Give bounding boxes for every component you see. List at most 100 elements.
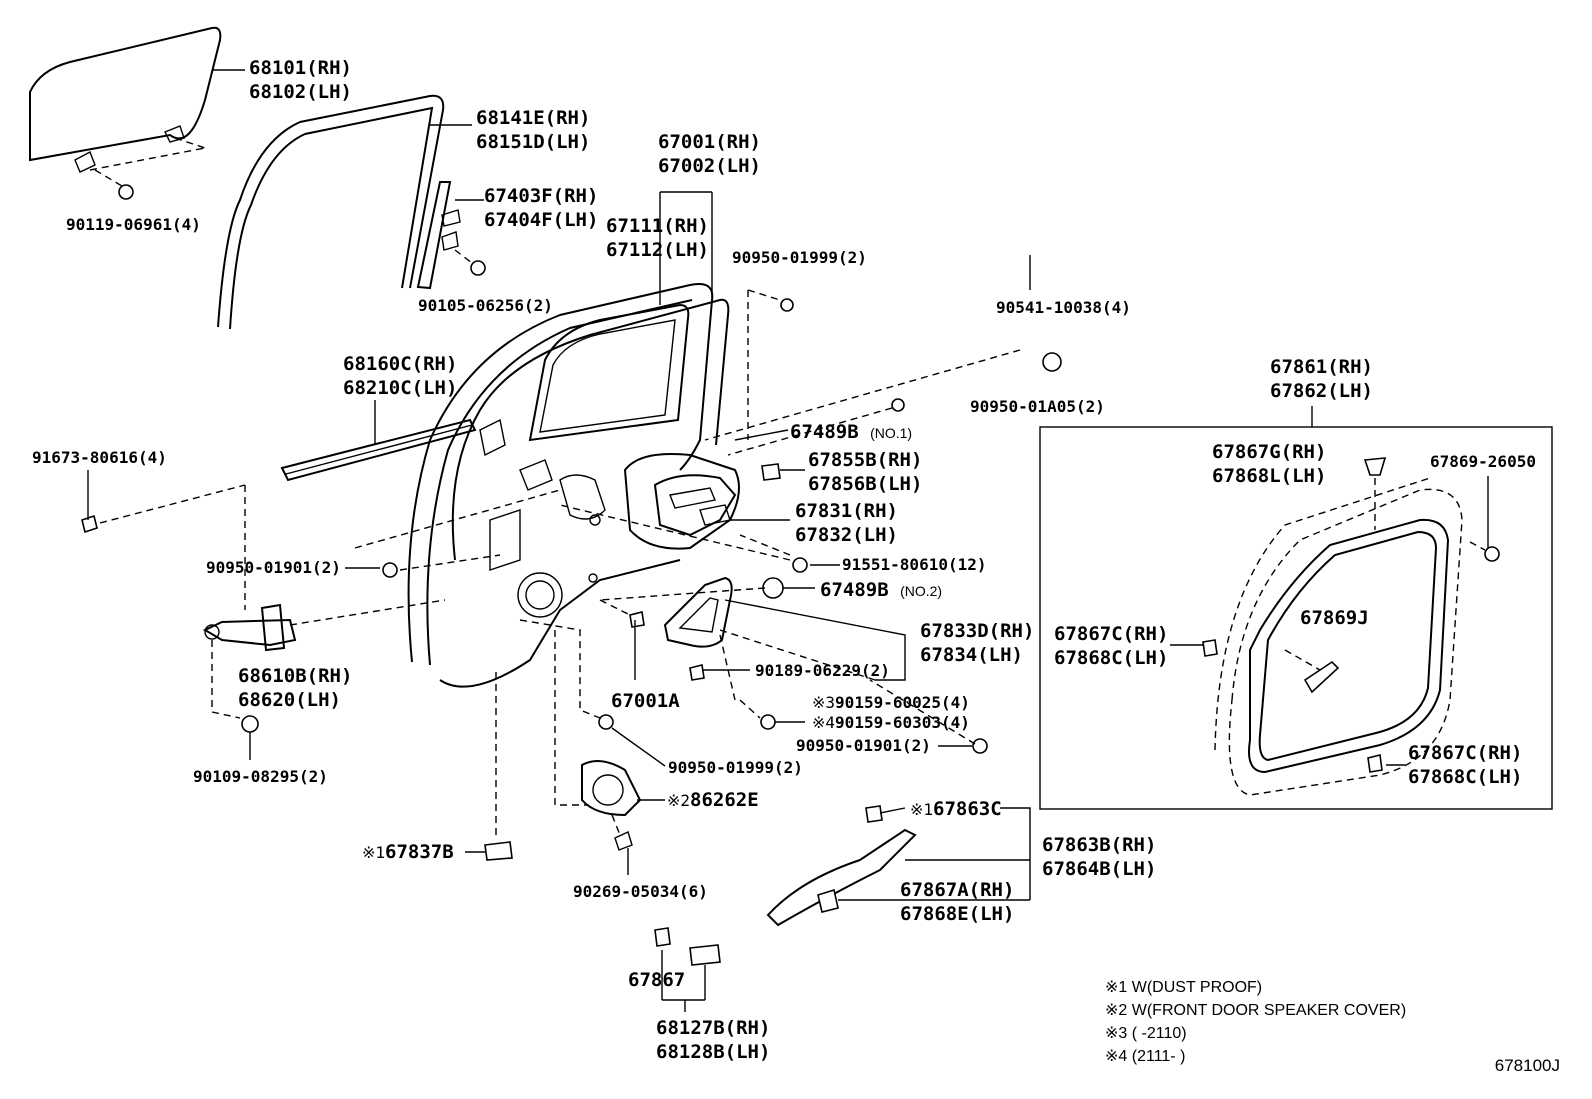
label-belt-weatherstrip: 68160C(RH)68210C(LH)	[343, 352, 457, 400]
label-line: 91673-80616(4)	[32, 448, 167, 467]
label-checker: 68610B(RH)68620(LH)	[238, 664, 352, 712]
label-mark: ※2	[667, 791, 691, 810]
label-line: 67403F(RH)	[484, 185, 599, 207]
label-line: 90105-06256(2)	[418, 296, 553, 315]
run-channel	[416, 181, 486, 290]
label-speaker: ※286262E	[667, 788, 759, 813]
label-hole-cover-no2: 67489B (NO.2)	[820, 578, 942, 603]
door-panel	[407, 283, 730, 688]
label-line: 67832(LH)	[795, 524, 898, 546]
label-ws-869j: 67869J	[1300, 606, 1369, 630]
label-plug-901b: 90950-01901(2)	[796, 736, 931, 756]
label-hole-cover-no1: 67489B (NO.1)	[790, 420, 912, 445]
leader-lines	[87, 69, 1489, 901]
label-line: 67867C(RH)	[1408, 742, 1523, 764]
door-frame-leader	[659, 191, 713, 305]
label-line: 68128B(LH)	[656, 1041, 771, 1063]
label-screw-189: 90189-06229(2)	[755, 661, 890, 681]
label-line: 90950-01999(2)	[668, 758, 803, 777]
label-line: 90950-01901(2)	[796, 736, 931, 755]
glass-run	[217, 94, 445, 330]
label-line: 67867A(RH)	[900, 879, 1015, 901]
belt-weatherstrip	[280, 418, 477, 482]
label-screw-159b: ※490159-60303(4)	[812, 713, 970, 733]
clip-67867-group	[654, 927, 721, 1012]
weatherstrip-inset	[1039, 406, 1553, 810]
label-armrest: 67833D(RH)67834(LH)	[920, 619, 1034, 667]
label-text: 67489B	[820, 579, 889, 601]
footnote-2: ※2 W(FRONT DOOR SPEAKER COVER)	[1105, 1002, 1407, 1019]
label-suffix: (NO.1)	[870, 425, 913, 441]
footnotes: ※1 W(DUST PROOF) ※2 W(FRONT DOOR SPEAKER…	[1105, 976, 1406, 1068]
footnote-4: ※4 (2111- )	[1105, 1048, 1186, 1065]
clip-67855b	[761, 463, 781, 481]
footnote-3: ※3 ( -2110)	[1105, 1025, 1187, 1042]
label-clip-867c-right: 67867C(RH)67868C(LH)	[1408, 741, 1522, 789]
label-text: 90159-60025(4)	[835, 693, 970, 712]
label-mark: ※3	[812, 693, 836, 712]
label-seal-837: ※167837B	[362, 840, 454, 865]
label-text: 86262E	[690, 789, 759, 811]
label-line: 90541-10038(4)	[996, 298, 1131, 317]
label-glass-run: 68141E(RH)68151D(LH)	[476, 106, 590, 154]
label-line: 67002(LH)	[658, 155, 761, 177]
label-seal-863b: 67863B(RH)67864B(LH)	[1042, 833, 1156, 881]
label-line: 67404F(LH)	[484, 209, 599, 231]
label-line: 67869-26050	[1430, 452, 1536, 471]
label-plug-top: 90950-01999(2)	[732, 248, 867, 268]
label-line: 67111(RH)	[606, 215, 709, 237]
label-hinge-bolt: 91673-80616(4)	[32, 448, 167, 468]
label-plug-999b: 90950-01999(2)	[668, 758, 803, 778]
label-suffix: (NO.2)	[900, 583, 943, 599]
label-channel-bolt: 90105-06256(2)	[418, 296, 553, 316]
label-channel: 67403F(RH)67404F(LH)	[484, 184, 598, 232]
label-line: 67831(RH)	[795, 500, 898, 522]
label-line: 68160C(RH)	[343, 353, 458, 375]
label-line: 67833D(RH)	[920, 620, 1035, 642]
fasteners	[81, 289, 1062, 754]
glass-bolt	[94, 169, 134, 200]
label-line: 67855B(RH)	[808, 449, 923, 471]
label-text: 67489B	[790, 421, 859, 443]
label-line: 67868E(LH)	[900, 903, 1015, 925]
label-door-frame: 67111(RH)67112(LH)	[606, 214, 709, 262]
label-line: 68151D(LH)	[476, 131, 591, 153]
label-line: 67867G(RH)	[1212, 441, 1327, 463]
label-line: 68102(LH)	[249, 81, 352, 103]
label-line: 67001(RH)	[658, 131, 761, 153]
figure-code: 678100J	[1494, 1056, 1560, 1075]
label-line: 90119-06961(4)	[66, 215, 201, 234]
label-line: 67868C(LH)	[1408, 766, 1523, 788]
label-line: 68210C(LH)	[343, 377, 458, 399]
label-line: 67856B(LH)	[808, 473, 923, 495]
label-line: 67867C(RH)	[1054, 623, 1169, 645]
label-door-panel: 67001(RH)67002(LH)	[658, 130, 761, 178]
label-line: 68610B(RH)	[238, 665, 353, 687]
label-text: 67837B	[385, 841, 454, 863]
label-clip-867c-left: 67867C(RH)67868C(LH)	[1054, 622, 1168, 670]
label-line: 90950-01A05(2)	[970, 397, 1105, 416]
label-clip-855: 67855B(RH)67856B(LH)	[808, 448, 922, 496]
label-line: 67112(LH)	[606, 239, 709, 261]
label-text: 90159-60303(4)	[835, 713, 970, 732]
label-line: 90950-01901(2)	[206, 558, 341, 577]
label-ws-861: 67861(RH)67862(LH)	[1270, 355, 1373, 403]
label-glass-bolt: 90119-06961(4)	[66, 215, 201, 235]
label-bracket: 67001A	[611, 689, 680, 713]
label-line: 90109-08295(2)	[193, 767, 328, 786]
label-line: 67834(LH)	[920, 644, 1023, 666]
label-clip-869: 67869-26050	[1430, 452, 1536, 472]
label-line: 67862(LH)	[1270, 380, 1373, 402]
label-line: 67863B(RH)	[1042, 834, 1157, 856]
label-clip-867g: 67867G(RH)67868L(LH)	[1212, 440, 1326, 488]
label-line: 67864B(LH)	[1042, 858, 1157, 880]
label-glass: 68101(RH)68102(LH)	[249, 56, 352, 104]
footnote-1: ※1 W(DUST PROOF)	[1105, 979, 1263, 996]
label-trim-831: 67831(RH)67832(LH)	[795, 499, 898, 547]
label-line: 67868C(LH)	[1054, 647, 1169, 669]
label-screw-159a: ※390159-60025(4)	[812, 693, 970, 713]
label-screw-915: 91551-80610(12)	[842, 555, 987, 575]
door-glass	[29, 26, 222, 173]
label-clip-867a: 67867A(RH)67868E(LH)	[900, 878, 1014, 926]
